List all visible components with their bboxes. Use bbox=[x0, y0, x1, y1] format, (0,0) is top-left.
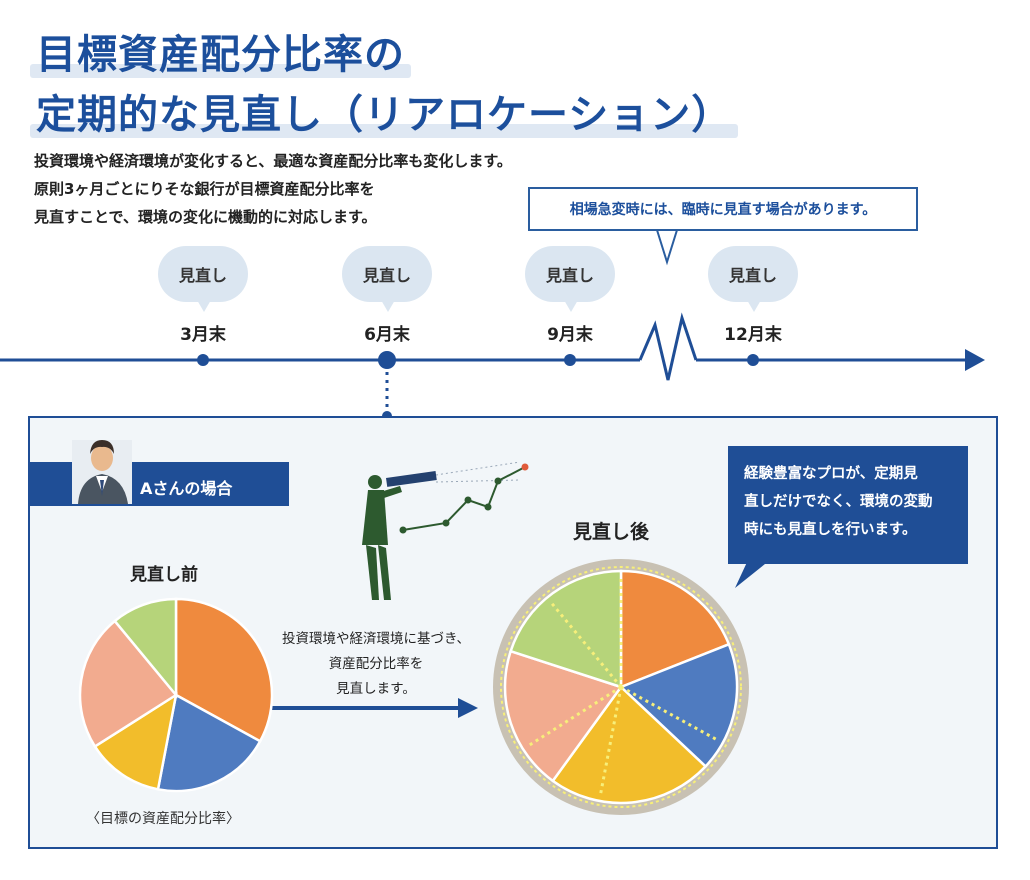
before-pie-slice-yellow bbox=[93, 692, 178, 791]
pro-callout-box: 経験豊富なプロが、定期見 直しだけでなく、環境の変動 時にも見直しを行います。 bbox=[728, 446, 968, 564]
timeline-point-mar bbox=[197, 354, 209, 366]
sudden-change-callout: 相場急変時には、臨時に見直す場合があります。 bbox=[528, 187, 918, 231]
pro-text-1: 経験豊富なプロが、定期見 bbox=[744, 466, 918, 482]
rebalance-arrowhead bbox=[458, 698, 478, 718]
previous-boundary-line-1 bbox=[620, 685, 720, 743]
timeline-point-jun bbox=[378, 351, 396, 369]
page-title-line-2: 定期的な見直し（リアロケーション） bbox=[30, 82, 739, 140]
pro-callout-tail bbox=[735, 560, 770, 588]
title-text-1: 目標資産配分比率の bbox=[36, 32, 405, 78]
timeline-label-mar: 3月末 bbox=[180, 325, 226, 345]
timeline-point-sep bbox=[564, 354, 576, 366]
arrow-text-2: 資産配分比率を bbox=[328, 656, 424, 672]
arrow-text-3: 見直します。 bbox=[336, 681, 416, 697]
title-text-2: 定期的な見直し（リアロケーション） bbox=[36, 92, 733, 138]
timeline-point-dec bbox=[747, 354, 759, 366]
previous-allocation-dotted-lines bbox=[525, 575, 720, 798]
lead-text-1: 投資環境や経済環境が変化すると、最適な資産配分比率も変化します。 bbox=[34, 152, 512, 170]
timeline-label-jun: 6月末 bbox=[364, 325, 410, 345]
timeline-arrowhead bbox=[965, 349, 985, 371]
line-trend-icon bbox=[399, 463, 529, 534]
timeline-break-zigzag bbox=[638, 312, 698, 381]
review-bubble-sep: 見直し bbox=[525, 246, 615, 312]
before-pie-slice-blue bbox=[156, 693, 262, 793]
man-with-telescope-icon bbox=[362, 461, 521, 600]
lead-text-2: 原則3ヶ月ごとにりそな銀行が目標資産配分比率を bbox=[34, 180, 375, 198]
after-pie-slice-orange bbox=[619, 569, 731, 689]
before-review-label: 見直し前 bbox=[130, 565, 198, 585]
review-bubble-mar: 見直し bbox=[158, 246, 248, 312]
target-allocation-caption: 〈目標の資産配分比率〉 bbox=[86, 811, 240, 827]
timeline-label-dec: 12月末 bbox=[724, 325, 782, 345]
pie-chart-before bbox=[78, 597, 274, 793]
pro-text-3: 時にも見直しを行います。 bbox=[744, 522, 917, 538]
before-pie-slice-salmon bbox=[78, 619, 178, 749]
lead-text-3: 見直すことで、環境の変化に機動的に対応します。 bbox=[34, 208, 377, 226]
before-pie-slice-green bbox=[113, 597, 178, 699]
after-pie-slice-salmon bbox=[503, 649, 624, 783]
after-review-label: 見直し後 bbox=[573, 521, 650, 543]
previous-boundary-line-2 bbox=[598, 686, 623, 798]
timeline-label-sep: 9月末 bbox=[547, 325, 593, 345]
previous-boundary-line-4 bbox=[548, 599, 623, 688]
after-pie-slice-yellow bbox=[551, 685, 708, 805]
arrow-text-1: 投資環境や経済環境に基づき、 bbox=[281, 631, 471, 647]
previous-boundary-line-3 bbox=[525, 685, 622, 749]
case-header-bar bbox=[28, 462, 289, 506]
case-label: Aさんの場合 bbox=[140, 479, 233, 498]
pie-after-inner-rim bbox=[500, 566, 742, 808]
businessman-avatar-icon bbox=[72, 440, 132, 504]
page-title-line-1: 目標資産配分比率の bbox=[30, 22, 411, 80]
after-pie-slice-green bbox=[509, 569, 623, 689]
pro-text-2: 直しだけでなく、環境の変動 bbox=[744, 494, 933, 510]
review-bubble-dec: 見直し bbox=[708, 246, 798, 312]
before-pie-slice-orange bbox=[174, 597, 274, 743]
review-bubble-jun: 見直し bbox=[342, 246, 432, 312]
